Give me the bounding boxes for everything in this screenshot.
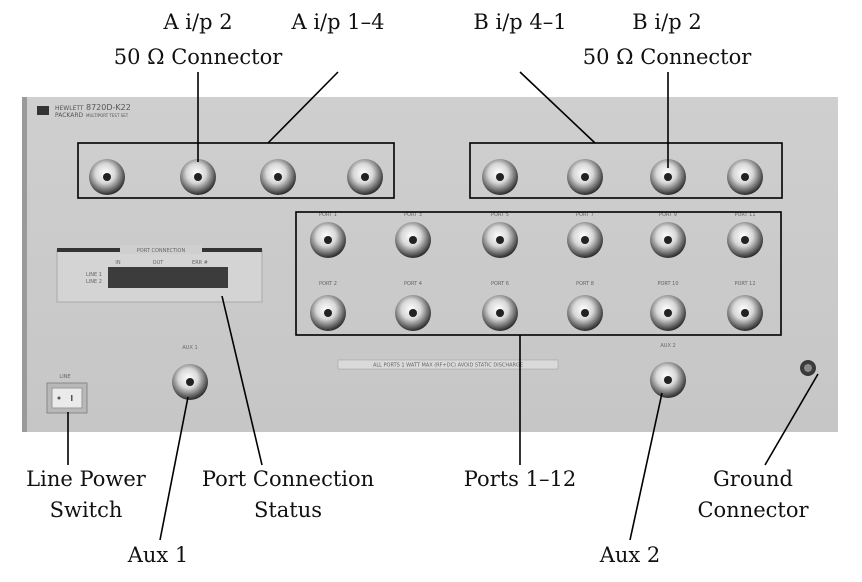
callout-aux1: Aux 1: [127, 543, 189, 567]
callout-b-ip41: B i/p 4–1: [473, 10, 566, 34]
a-input-connector: [89, 159, 125, 195]
port-connector: [482, 295, 518, 331]
port-label: PORT 5: [491, 212, 509, 218]
line-label: LINE: [59, 374, 70, 380]
ports-box: [295, 211, 782, 336]
callout-b-ip2-sub: 50 Ω Connector: [583, 45, 753, 69]
ground-connector: [800, 360, 816, 376]
leader-port-status: [221, 295, 263, 466]
callout-line-power: Line Power: [26, 467, 147, 491]
a-input-connector: [180, 159, 216, 195]
display-row-line2: LINE 2: [86, 279, 102, 285]
line-power-switch[interactable]: LINE: [46, 374, 88, 414]
callout-a-ip2-sub: 50 Ω Connector: [114, 45, 284, 69]
port-connector: [310, 222, 346, 258]
warning-label: ALL PORTS 1 WATT MAX (RF+DC) AVOID STATI…: [337, 359, 559, 370]
display-col-in: IN: [115, 260, 120, 266]
display-row-line1: LINE 1: [86, 272, 102, 278]
port-connector: [650, 222, 686, 258]
port-connector: [310, 295, 346, 331]
leader-aux2: [629, 392, 663, 541]
port-label: PORT 10: [657, 281, 678, 287]
display-title: PORT CONNECTION: [137, 248, 186, 254]
leader-b-ip41: [519, 71, 596, 144]
port-connector: [650, 295, 686, 331]
aux2-label: AUX 2: [660, 343, 675, 349]
port-label: PORT 11: [734, 212, 755, 218]
callout-a-ip2: A i/p 2: [162, 10, 232, 34]
leader-ground: [764, 373, 819, 466]
port-connector: [395, 295, 431, 331]
b-inputs-box: [469, 142, 783, 199]
port-label: PORT 12: [734, 281, 755, 287]
display-col-err: ERR #: [192, 260, 208, 266]
port-label: PORT 2: [319, 281, 337, 287]
port-label: PORT 9: [659, 212, 677, 218]
port-connector: [567, 222, 603, 258]
model-number: 8720D-K22: [86, 103, 131, 112]
display-col-out: OUT: [153, 260, 165, 266]
b-input-connector: [727, 159, 763, 195]
connectors: [89, 159, 763, 400]
aux2-connector: [650, 362, 686, 398]
callout-a-ip14: A i/p 1–4: [291, 10, 385, 34]
callout-port-status: Port Connection: [202, 467, 374, 491]
warning-text: ALL PORTS 1 WATT MAX (RF+DC) AVOID STATI…: [373, 363, 523, 369]
brand-line2: PACKARD: [55, 112, 84, 119]
b-input-connector: [482, 159, 518, 195]
model-subtitle: MULTIPORT TEST SET: [86, 113, 129, 118]
panel-edge: [22, 97, 27, 432]
port-label: PORT 8: [576, 281, 594, 287]
port-connection-display: PORT CONNECTION IN OUT ERR # LINE 1 LINE…: [56, 245, 263, 303]
b-input-connector: [650, 159, 686, 195]
callout-b-ip2: B i/p 2: [632, 10, 701, 34]
b-input-connector: [567, 159, 603, 195]
leader-aux1: [159, 396, 189, 541]
port-label: PORT 6: [491, 281, 509, 287]
port-labels: PORT 1 PORT 3 PORT 5 PORT 7 PORT 9 PORT …: [182, 212, 755, 351]
callout-aux2: Aux 2: [599, 543, 661, 567]
port-label: PORT 1: [319, 212, 337, 218]
a-input-connector: [260, 159, 296, 195]
callout-line-power-sub: Switch: [50, 498, 123, 522]
port-label: PORT 7: [576, 212, 594, 218]
port-connector: [395, 222, 431, 258]
callout-port-status-sub: Status: [254, 498, 322, 522]
port-label: PORT 4: [404, 281, 422, 287]
brand-line1: HEWLETT: [55, 105, 84, 112]
port-connector: [727, 295, 763, 331]
aux1-label: AUX 1: [182, 345, 197, 351]
lcd-screen: [108, 267, 228, 288]
port-connector: [567, 295, 603, 331]
a-input-connector: [347, 159, 383, 195]
aux1-connector: [172, 364, 208, 400]
port-connector: [482, 222, 518, 258]
callout-ground: Ground: [713, 467, 793, 491]
hp-logo: HEWLETT PACKARD 8720D-K22 MULTIPORT TEST…: [37, 103, 131, 119]
port-label: PORT 3: [404, 212, 422, 218]
callout-ports: Ports 1–12: [464, 467, 576, 491]
a-inputs-box: [77, 142, 395, 199]
port-connector: [727, 222, 763, 258]
callout-ground-sub: Connector: [697, 498, 809, 522]
leader-a-ip14: [267, 71, 339, 144]
